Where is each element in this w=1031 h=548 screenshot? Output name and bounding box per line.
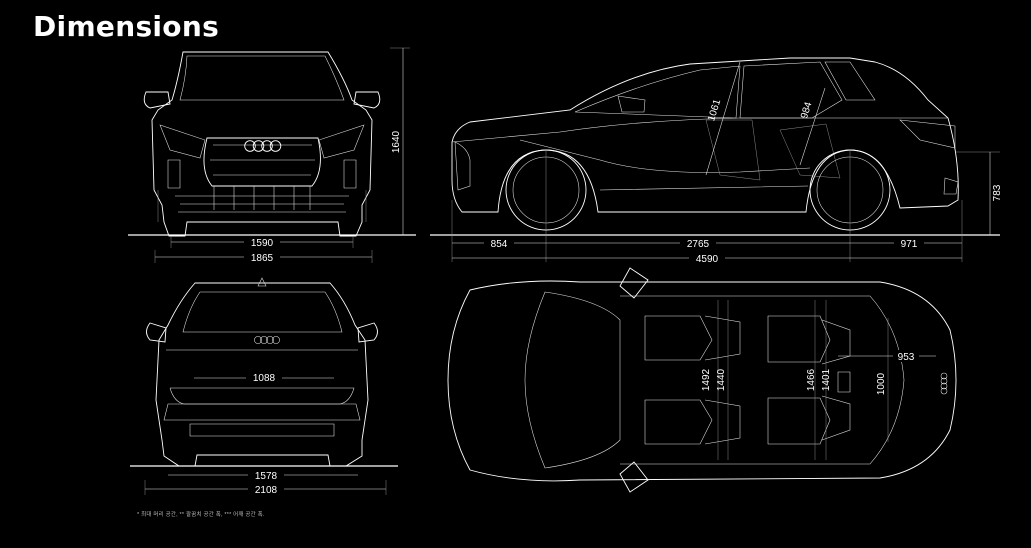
rear-overhang-label: 971 [901, 239, 918, 250]
side-view: 1061 984 783 854 2765 971 4590 [430, 57, 1003, 265]
front-headroom-label: 1061 [706, 98, 723, 123]
rear-track-label: 1578 [255, 471, 278, 482]
rear-shoulder-width-label: 1401 [821, 368, 832, 391]
top-view: 953 1492 1440 1466 1401 1000 [447, 267, 957, 493]
four-rings-icon [244, 140, 282, 152]
rear-headroom-label: 984 [799, 100, 815, 120]
rear-elbow-width-label: 1466 [806, 368, 817, 391]
front-track-label: 1590 [251, 238, 274, 249]
trunk-width-label: 1000 [876, 372, 887, 395]
front-height-label: 1640 [391, 130, 402, 153]
tailgate-width-label: 1088 [253, 373, 276, 384]
trunk-length-label: 953 [898, 352, 915, 363]
four-rings-icon [940, 372, 948, 395]
four-rings-icon [254, 336, 280, 344]
front-view: 1640 1590 1865 [128, 47, 416, 264]
length-label: 4590 [696, 254, 719, 265]
front-overhang-label: 854 [491, 239, 508, 250]
loading-sill-height-label: 783 [992, 184, 1003, 201]
front-elbow-width-label: 1492 [701, 368, 712, 391]
footnote: * 최대 머리 공간, ** 팔꿈치 공간 폭, *** 어깨 공간 폭. [137, 512, 265, 518]
page-title: Dimensions [33, 10, 220, 43]
front-shoulder-width-label: 1440 [716, 368, 727, 391]
width-incl-mirrors-label: 2108 [255, 485, 278, 496]
rear-view: 1088 1578 2108 [130, 277, 398, 496]
front-width-label: 1865 [251, 253, 274, 264]
wheelbase-label: 2765 [687, 239, 710, 250]
